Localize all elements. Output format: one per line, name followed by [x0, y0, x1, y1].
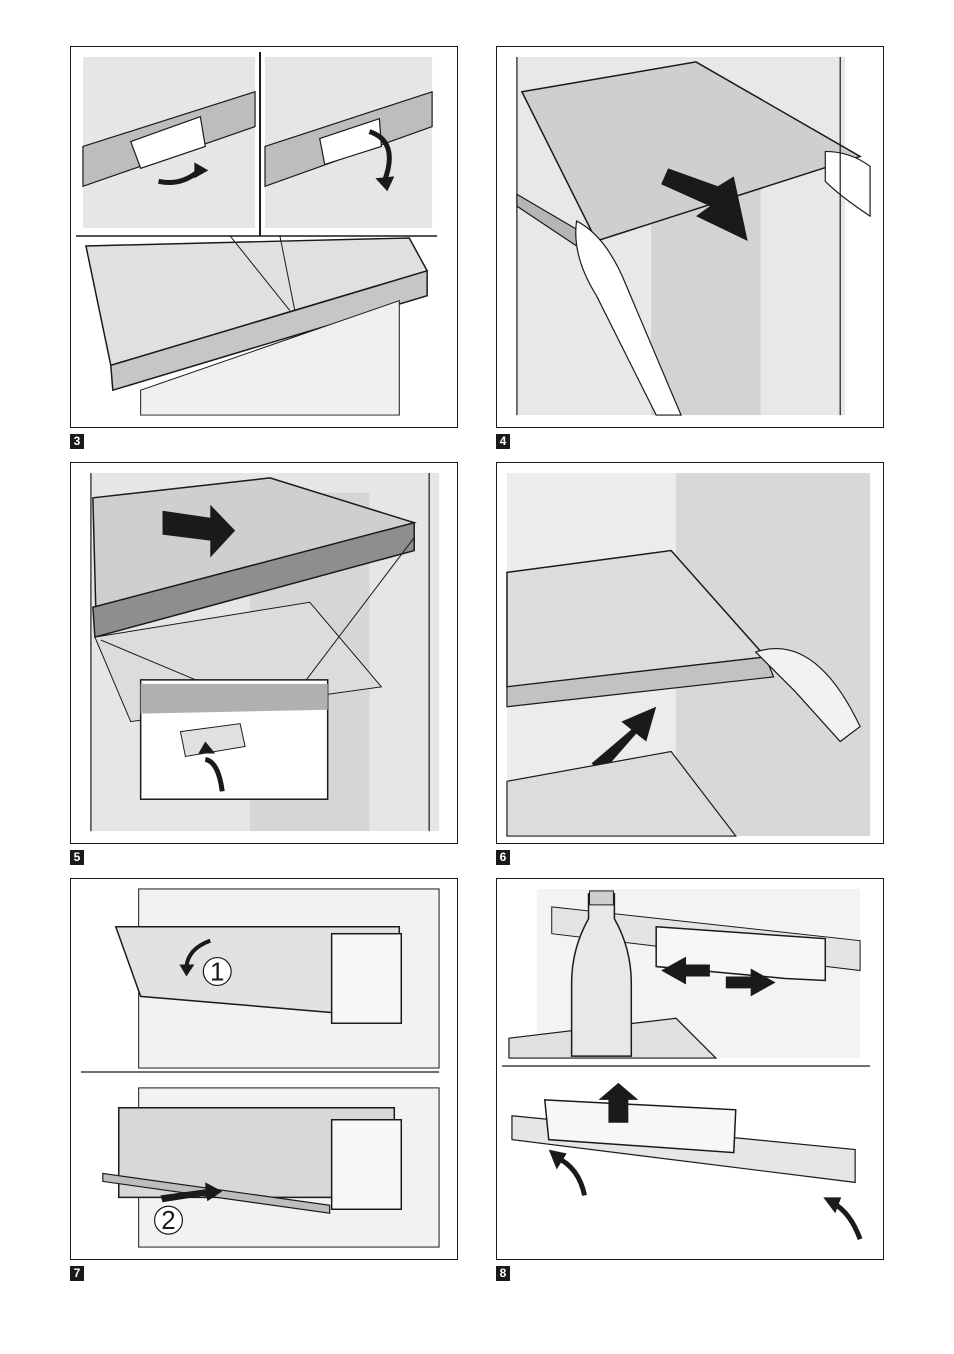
bottle-cap	[590, 891, 614, 905]
figure-4-illustration	[497, 47, 883, 427]
figure-6-panel	[496, 462, 884, 844]
figure-6-label: 6	[496, 850, 510, 865]
figure-8-panel	[496, 878, 884, 1260]
figure-3-illustration	[71, 47, 457, 427]
detail-trim	[141, 684, 328, 714]
figure-7-panel: 1 2	[70, 878, 458, 1260]
compartment-side	[332, 1120, 402, 1210]
compartment-side	[332, 934, 402, 1024]
step-2-number: 2	[161, 1207, 175, 1235]
figure-3-panel	[70, 46, 458, 428]
figure-8-label: 8	[496, 1266, 510, 1281]
figure-4-label: 4	[496, 434, 510, 449]
figure-5-panel	[70, 462, 458, 844]
figure-7-label: 7	[70, 1266, 84, 1281]
figure-4-panel	[496, 46, 884, 428]
figure-7-illustration: 1 2	[71, 879, 457, 1259]
curved-arrow-icon	[557, 1158, 585, 1196]
figure-5-label: 5	[70, 850, 84, 865]
figure-3-label: 3	[70, 434, 84, 449]
figure-5-illustration	[71, 463, 457, 843]
figure-6-illustration	[497, 463, 883, 843]
curved-arrow-icon	[833, 1203, 860, 1239]
step-1-number: 1	[210, 958, 224, 986]
figure-8-illustration	[497, 879, 883, 1259]
